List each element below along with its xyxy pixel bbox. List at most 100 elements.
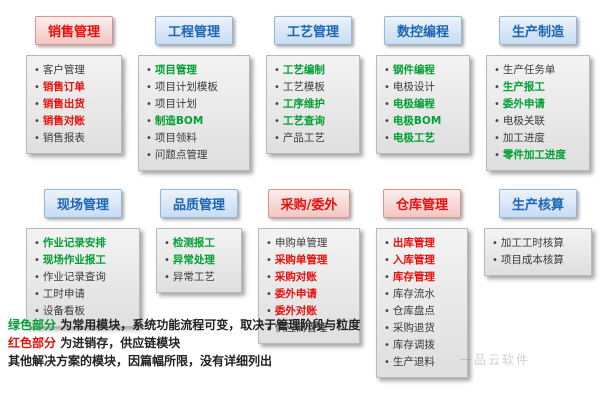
item-label: 生产退料 [392, 356, 435, 368]
module-group-cnc: 数控编程 •钢件编程 •电极设计 •电极编程 •电极BOM •电极工艺 [376, 16, 470, 154]
list-item: •问题点管理 [146, 147, 242, 164]
module-header: 现场管理 [43, 189, 122, 218]
item-label: 库存调拨 [392, 339, 435, 351]
bullet-icon: • [494, 116, 500, 127]
module-list: •出库管理 •入库管理 •库存管理 •库存流水 •仓库盘点 •采购退货 •库存调… [376, 228, 468, 378]
item-label: 工时申请 [42, 288, 85, 300]
list-item: •异常处理 [164, 252, 234, 269]
list-item: •工序维护 [274, 96, 352, 113]
bullet-icon: • [492, 255, 498, 266]
bullet-icon: • [384, 238, 390, 249]
item-label: 项目管理 [154, 64, 197, 76]
item-label: 项目计划 [154, 98, 197, 110]
list-item: •工艺模板 [274, 79, 352, 96]
bullet-icon: • [384, 306, 390, 317]
bullet-icon: • [146, 150, 152, 161]
bullet-icon: • [266, 238, 272, 249]
item-label: 电极编程 [392, 98, 435, 110]
item-label: 产品工艺 [282, 132, 325, 144]
bullet-icon: • [384, 82, 390, 93]
bullet-icon: • [146, 116, 152, 127]
module-group-warehouse: 仓库管理 •出库管理 •入库管理 •库存管理 •库存流水 •仓库盘点 •采购退货… [376, 189, 468, 378]
list-item: •项目计划 [146, 96, 242, 113]
bullet-icon: • [384, 323, 390, 334]
module-group-engineering: 工程管理 •项目管理 •项目计划模板 •项目计划 •制造BOM •项目领料 •问… [138, 16, 250, 171]
module-group-shopfloor: 现场管理 •作业记录安排 •现场作业报工 •作业记录查询 •工时申请 •设备看板 [26, 189, 140, 327]
list-item: •作业记录查询 [34, 269, 132, 286]
module-group-process: 工艺管理 •工艺编制 •工艺模板 •工序维护 •工艺查询 •产品工艺 [266, 16, 360, 154]
module-group-purchasing: 采购/委外 •申购单管理 •采购单管理 •采购对账 •委外申请 •委外对账 •供… [258, 189, 360, 344]
module-header: 数控编程 [383, 16, 462, 45]
module-header: 生产制造 [498, 16, 577, 45]
bullet-icon: • [34, 289, 40, 300]
list-item: •供应商管理 [266, 320, 352, 337]
item-label: 工艺编制 [282, 64, 325, 76]
list-item: •销售报表 [34, 130, 114, 147]
item-label: 工艺模板 [282, 81, 325, 93]
module-list: •申购单管理 •采购单管理 •采购对账 •委外申请 •委外对账 •供应商管理 [258, 228, 360, 344]
list-item: •电极工艺 [384, 130, 462, 147]
legend-note-text: 其他解决方案的模块，因篇幅所限，没有详细列出 [8, 354, 273, 368]
module-header: 仓库管理 [382, 189, 461, 218]
module-list: •工艺编制 •工艺模板 •工序维护 •工艺查询 •产品工艺 [266, 55, 360, 154]
item-label: 加工工时核算 [500, 237, 564, 249]
list-item: •项目计划模板 [146, 79, 242, 96]
bullet-icon: • [384, 255, 390, 266]
item-label: 销售订单 [42, 81, 85, 93]
item-label: 客户管理 [42, 64, 85, 76]
legend-red-text: 为进销存，供应链模块 [56, 336, 181, 350]
module-group-costing: 生产核算 •加工工时核算 •项目成本核算 [484, 189, 592, 276]
list-item: •客户管理 [34, 62, 114, 79]
bullet-icon: • [384, 65, 390, 76]
bullet-icon: • [274, 82, 280, 93]
list-item: •委外申请 [266, 286, 352, 303]
item-label: 销售对账 [42, 115, 85, 127]
list-item: •电极编程 [384, 96, 462, 113]
watermark: 一品云软件 [459, 353, 530, 367]
item-label: 采购对账 [274, 271, 317, 283]
bullet-icon: • [274, 116, 280, 127]
item-label: 库存流水 [392, 288, 435, 300]
bullet-icon: • [266, 272, 272, 283]
item-label: 出库管理 [392, 237, 435, 249]
list-item: •工时申请 [34, 286, 132, 303]
bullet-icon: • [384, 289, 390, 300]
item-label: 入库管理 [392, 254, 435, 266]
list-item: •委外对账 [266, 303, 352, 320]
list-item: •生产报工 [494, 79, 582, 96]
bullet-icon: • [146, 82, 152, 93]
module-header: 采购/委外 [267, 189, 351, 218]
bullet-icon: • [494, 65, 500, 76]
list-item: •电极BOM [384, 113, 462, 130]
bullet-icon: • [494, 150, 500, 161]
bullet-icon: • [384, 272, 390, 283]
item-label: 异常工艺 [172, 271, 215, 283]
list-item: •制造BOM [146, 113, 242, 130]
module-header: 品质管理 [159, 189, 238, 218]
list-item: •申购单管理 [266, 235, 352, 252]
bullet-icon: • [34, 99, 40, 110]
item-label: 项目领料 [154, 132, 197, 144]
item-label: 销售报表 [42, 132, 85, 144]
legend-green-label: 绿色部分 [8, 318, 57, 332]
item-label: 异常处理 [172, 254, 215, 266]
module-list: •客户管理 •销售订单 •销售出货 •销售对账 •销售报表 [26, 55, 122, 154]
item-label: 采购退货 [392, 322, 435, 334]
list-item: •电极关联 [494, 113, 582, 130]
list-item: •生产任务单 [494, 62, 582, 79]
legend-line-red: 红色部分 为进销存，供应链模块 [8, 334, 360, 352]
item-label: 采购单管理 [274, 254, 328, 266]
list-item: •项目领料 [146, 130, 242, 147]
item-label: 作业记录查询 [42, 271, 106, 283]
item-label: 设备看板 [42, 305, 85, 317]
module-list: •钢件编程 •电极设计 •电极编程 •电极BOM •电极工艺 [376, 55, 470, 154]
bullet-icon: • [34, 255, 40, 266]
bullet-icon: • [494, 82, 500, 93]
bullet-icon: • [384, 340, 390, 351]
item-label: 问题点管理 [154, 149, 208, 161]
bullet-icon: • [384, 99, 390, 110]
item-label: 委外对账 [274, 305, 317, 317]
module-list: •检测报工 •异常处理 •异常工艺 [156, 228, 242, 293]
list-item: •销售出货 [34, 96, 114, 113]
